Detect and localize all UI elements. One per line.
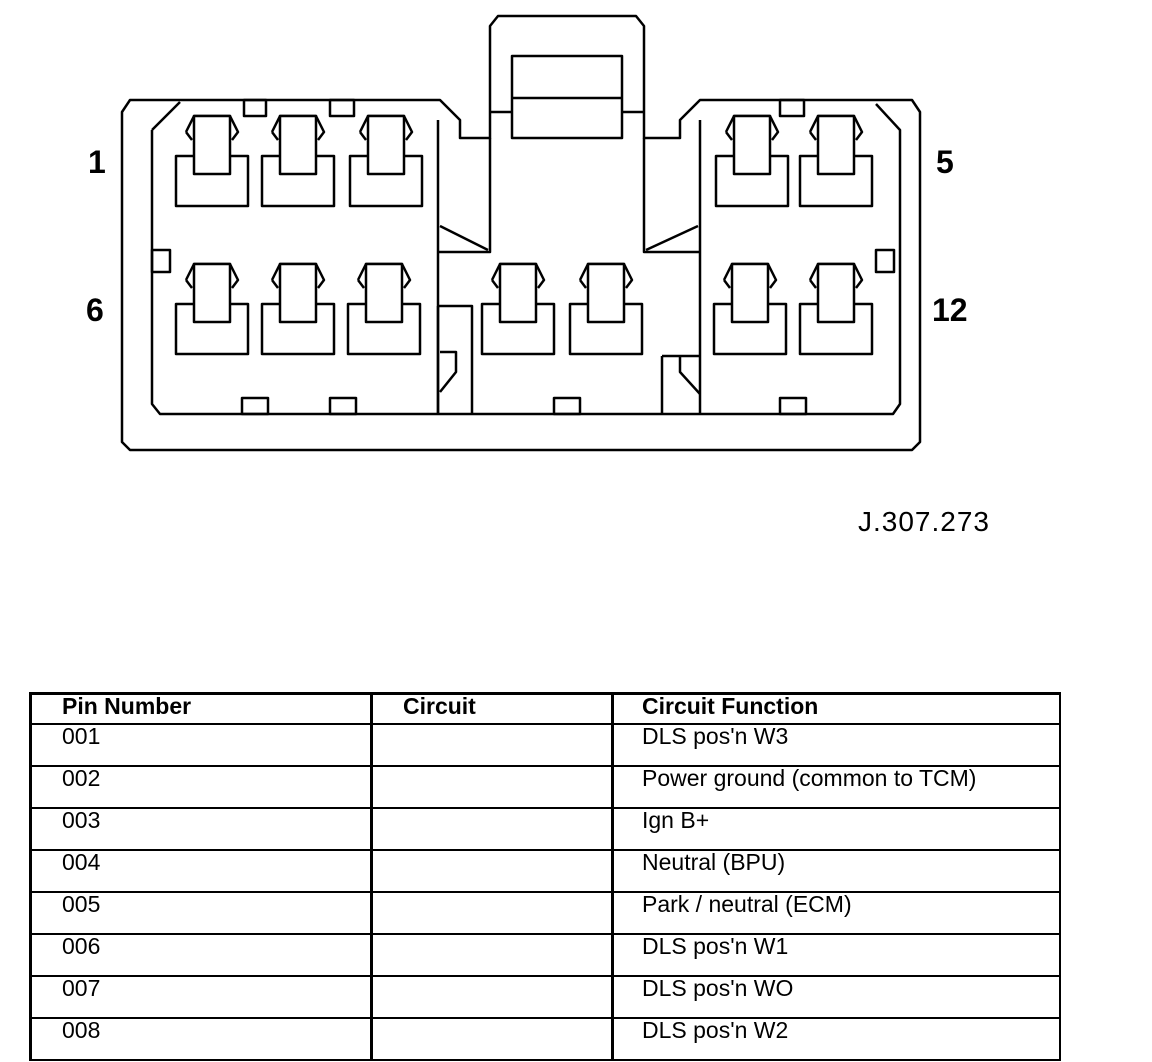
- circuit-cell: [370, 976, 613, 1019]
- header-pin-number: Pin Number: [29, 692, 372, 725]
- terminal-cavity: [714, 114, 790, 208]
- terminal-cavity: [260, 114, 336, 208]
- key: [150, 248, 172, 274]
- circuit-cell: [370, 1018, 613, 1061]
- pin-number-cell: 003: [29, 808, 372, 851]
- table-row: 008 DLS pos'n W2: [29, 1018, 1061, 1061]
- pin-number-cell: 005: [29, 892, 372, 935]
- terminal-cavity: [798, 262, 874, 356]
- drawing-reference: J.307.273: [858, 506, 990, 537]
- key: [328, 98, 356, 118]
- circuit-cell: [370, 724, 613, 767]
- key: [242, 98, 268, 118]
- key: [552, 396, 582, 416]
- table-row: 003 Ign B+: [29, 808, 1061, 851]
- connector-face-diagram: [120, 14, 922, 452]
- pin-label-6: 6: [86, 292, 104, 328]
- header-circuit-function: Circuit Function: [611, 692, 1061, 725]
- circuit-function-cell: Ign B+: [611, 808, 1061, 851]
- connector-cavity: [150, 101, 902, 416]
- terminal-cavity: [346, 262, 422, 356]
- terminal-cavity: [798, 114, 874, 208]
- circuit-function-cell: Power ground (common to TCM): [611, 766, 1061, 809]
- terminal-cavity: [568, 262, 644, 356]
- pin-number-cell: 006: [29, 934, 372, 977]
- key: [778, 396, 808, 416]
- circuit-cell: [370, 934, 613, 977]
- circuit-cell: [370, 892, 613, 935]
- circuit-function-cell: DLS pos'n W2: [611, 1018, 1061, 1061]
- connector-housing: [120, 14, 922, 452]
- circuit-function-cell: Park / neutral (ECM): [611, 892, 1061, 935]
- circuit-function-cell: DLS pos'n WO: [611, 976, 1061, 1019]
- table-row: 002 Power ground (common to TCM): [29, 766, 1061, 809]
- terminal-cavity: [260, 262, 336, 356]
- terminal-cavity: [712, 262, 788, 356]
- circuit-function-cell: DLS pos'n W1: [611, 934, 1061, 977]
- circuit-cell: [370, 808, 613, 851]
- pin-number-cell: 008: [29, 1018, 372, 1061]
- key: [874, 248, 896, 274]
- terminal-cavity: [174, 262, 250, 356]
- pin-label-12: 12: [932, 292, 968, 328]
- key: [240, 396, 270, 416]
- circuit-cell: [370, 850, 613, 893]
- table-header-row: Pin Number Circuit Circuit Function: [29, 692, 1061, 725]
- pin-number-cell: 001: [29, 724, 372, 767]
- header-circuit: Circuit: [370, 692, 613, 725]
- circuit-cell: [370, 766, 613, 809]
- table-row: 005 Park / neutral (ECM): [29, 892, 1061, 935]
- terminal-cavity: [348, 114, 424, 208]
- circuit-function-cell: DLS pos'n W3: [611, 724, 1061, 767]
- table-row: 004 Neutral (BPU): [29, 850, 1061, 893]
- table-row: 007 DLS pos'n WO: [29, 976, 1061, 1019]
- pin-number-cell: 004: [29, 850, 372, 893]
- key: [778, 98, 806, 118]
- circuit-function-cell: Neutral (BPU): [611, 850, 1061, 893]
- table-row: 001 DLS pos'n W3: [29, 724, 1061, 767]
- terminal-cavity: [480, 262, 556, 356]
- pin-label-1: 1: [88, 144, 106, 180]
- pin-number-cell: 007: [29, 976, 372, 1019]
- table-row: 006 DLS pos'n W1: [29, 934, 1061, 977]
- terminal-cavity: [174, 114, 250, 208]
- key: [328, 396, 358, 416]
- pin-number-cell: 002: [29, 766, 372, 809]
- pin-label-5: 5: [936, 144, 954, 180]
